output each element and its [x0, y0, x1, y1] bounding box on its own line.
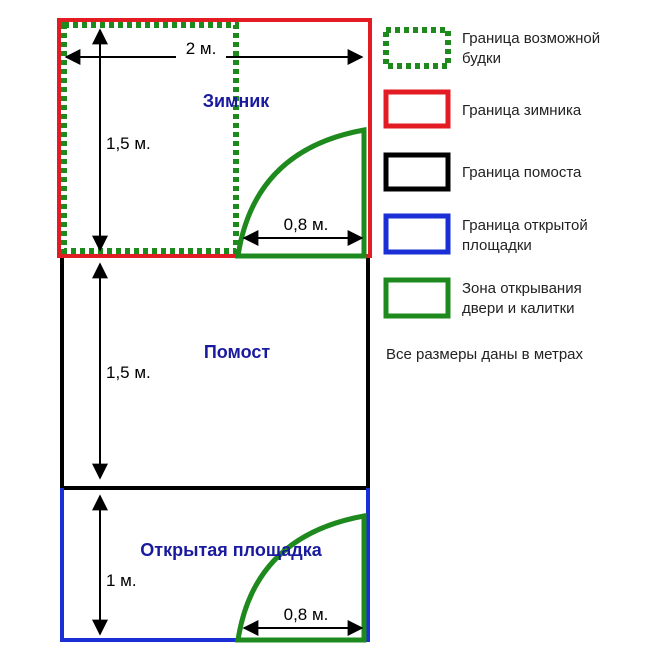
legend-swatch-open-area — [383, 213, 451, 255]
open-gate-zone — [235, 513, 367, 643]
legend-booth-line1: Граница возможной — [462, 30, 600, 47]
winter-height-label-bg — [104, 132, 166, 154]
open-height-label: 1 м. — [106, 571, 137, 590]
booth-boundary — [61, 22, 239, 254]
legend-swatch-winter — [383, 89, 451, 129]
platform-height-label-bg — [104, 361, 166, 383]
width-top-label: 2 м. — [186, 39, 217, 58]
legend-winter: Граница зимника — [462, 102, 582, 119]
open-height-label-bg — [104, 569, 148, 591]
open-gate-label: 0,8 м. — [284, 605, 329, 624]
legend-swatch-platform — [383, 152, 451, 192]
legend-swatch-booth — [383, 27, 451, 69]
legend-swatch-booth-base — [383, 27, 451, 69]
legend: Граница возможной будки Граница зимника … — [383, 27, 600, 363]
winter-door-zone — [235, 127, 367, 259]
legend-booth-line2: будки — [462, 50, 501, 67]
legend-open-area-line1: Граница открытой — [462, 217, 588, 234]
winter-height-label: 1,5 м. — [106, 134, 151, 153]
open-area-title: Открытая площадка — [140, 540, 322, 560]
open-area-boundary — [60, 488, 370, 642]
platform-height-label: 1,5 м. — [106, 363, 151, 382]
legend-door-zone-line1: Зона открывания — [462, 280, 582, 297]
legend-platform: Граница помоста — [462, 164, 582, 181]
platform-title: Помост — [204, 342, 271, 362]
legend-note: Все размеры даны в метрах — [386, 346, 584, 363]
winter-room-title: Зимник — [203, 91, 271, 111]
legend-door-zone-line2: двери и калитки — [462, 300, 575, 317]
winter-door-label: 0,8 м. — [284, 215, 329, 234]
winter-room-boundary — [57, 18, 372, 258]
legend-open-area-line2: площадки — [462, 237, 532, 254]
width-top-label-bg — [176, 39, 226, 59]
legend-swatch-door-zone — [383, 277, 451, 319]
